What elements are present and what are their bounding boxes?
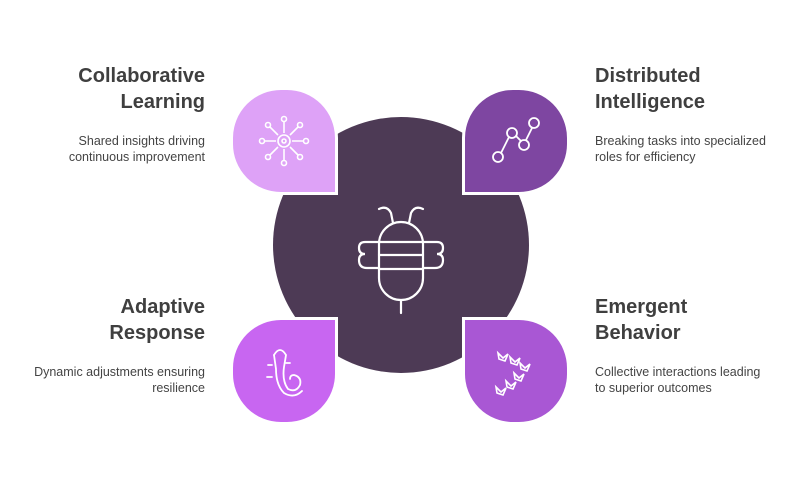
bird-flock-icon (494, 350, 531, 396)
line-chart-nodes-icon (492, 117, 540, 163)
petal-collaborative-learning (230, 87, 338, 195)
petal-distributed-intelligence (462, 87, 570, 195)
network-hub-icon (258, 115, 310, 167)
petal-adaptive-response (230, 317, 338, 425)
bee-icon (357, 206, 445, 315)
salamander-icon (266, 349, 303, 397)
petal-emergent-behavior (462, 317, 570, 425)
